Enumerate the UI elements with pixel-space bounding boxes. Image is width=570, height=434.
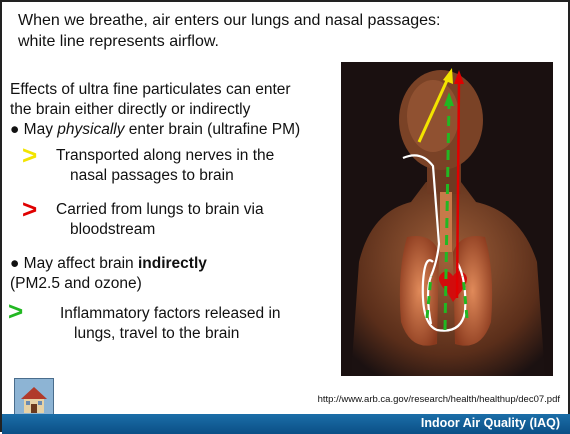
item-bloodstream-line-2: bloodstream xyxy=(56,220,350,240)
bullet-indirect: ● May affect brain indirectly xyxy=(10,254,350,274)
bullet-indirect-line-2: (PM2.5 and ozone) xyxy=(10,274,350,294)
bullet-physical: ● May physically enter brain (ultrafine … xyxy=(10,120,350,140)
red-arrow-icon: > xyxy=(22,198,37,220)
intro-line-1: When we breathe, air enters our lungs an… xyxy=(18,10,538,31)
footer-title: Indoor Air Quality (IAQ) xyxy=(421,416,560,430)
bullet-indirect-pre: ● May affect brain xyxy=(10,255,138,272)
intro-text: When we breathe, air enters our lungs an… xyxy=(18,10,538,52)
bullet-physical-em: physically xyxy=(57,121,124,138)
item-inflammatory: > Inflammatory factors released in lungs… xyxy=(10,304,350,344)
bullet-physical-post: enter brain (ultrafine PM) xyxy=(124,121,300,138)
item-inflammatory-line-2: lungs, travel to the brain xyxy=(60,324,350,344)
body-illustration xyxy=(341,62,553,376)
effects-line-1: Effects of ultra fine particulates can e… xyxy=(10,80,350,100)
item-inflammatory-line-1: Inflammatory factors released in xyxy=(60,305,281,322)
intro-line-2: white line represents airflow. xyxy=(18,31,538,52)
source-url[interactable]: http://www.arb.ca.gov/research/health/he… xyxy=(318,394,560,405)
bullet-physical-pre: ● May xyxy=(10,121,57,138)
item-nerves: > Transported along nerves in the nasal … xyxy=(10,146,350,186)
house-logo-icon xyxy=(14,378,54,418)
footer-bar: Indoor Air Quality (IAQ) xyxy=(2,414,570,434)
effects-column: Effects of ultra fine particulates can e… xyxy=(10,80,350,344)
item-nerves-line-1: Transported along nerves in the xyxy=(56,147,274,164)
item-nerves-line-2: nasal passages to brain xyxy=(56,166,350,186)
bullet-indirect-strong: indirectly xyxy=(138,255,207,272)
effects-line-2: the brain either directly or indirectly xyxy=(10,100,350,120)
item-bloodstream: > Carried from lungs to brain via bloods… xyxy=(10,200,350,240)
yellow-arrow-icon: > xyxy=(22,144,37,166)
item-bloodstream-line-1: Carried from lungs to brain via xyxy=(56,201,264,218)
human-torso-lungs-illustration xyxy=(341,62,553,376)
green-arrow-icon: > xyxy=(8,300,23,322)
